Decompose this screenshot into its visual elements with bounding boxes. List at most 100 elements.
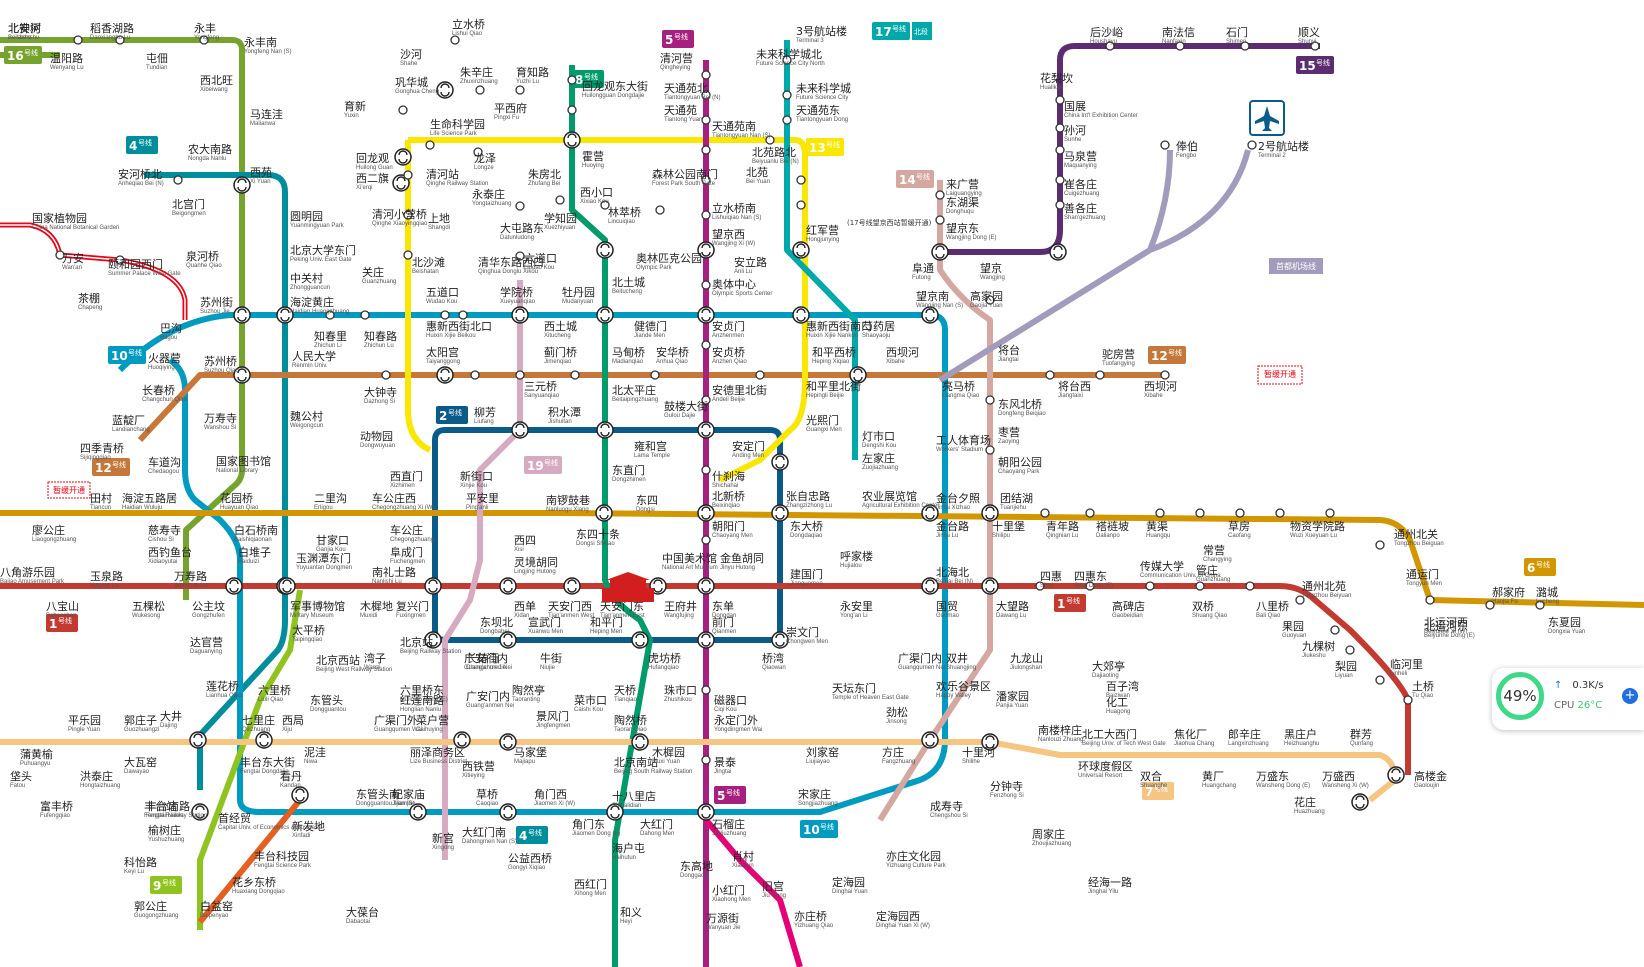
station-marker[interactable] bbox=[570, 370, 580, 380]
station-marker[interactable] bbox=[1375, 675, 1385, 685]
station-marker[interactable] bbox=[701, 145, 711, 155]
station-marker[interactable] bbox=[470, 370, 480, 380]
interchange-station-marker[interactable] bbox=[1387, 766, 1405, 784]
interchange-station-marker[interactable] bbox=[499, 631, 517, 649]
station-marker[interactable] bbox=[475, 85, 485, 95]
interchange-station-marker[interactable] bbox=[596, 421, 614, 439]
station-marker[interactable] bbox=[1330, 625, 1340, 635]
interchange-station-marker[interactable] bbox=[596, 306, 614, 324]
station-marker[interactable] bbox=[985, 445, 995, 455]
station-marker[interactable] bbox=[515, 251, 525, 261]
station-marker[interactable] bbox=[1325, 508, 1335, 518]
station-marker[interactable] bbox=[655, 205, 665, 215]
interchange-station-marker[interactable] bbox=[499, 733, 517, 751]
station-marker[interactable] bbox=[425, 140, 435, 150]
station-marker[interactable] bbox=[985, 395, 995, 405]
station-marker[interactable] bbox=[515, 370, 525, 380]
station-marker[interactable] bbox=[1275, 508, 1285, 518]
station-marker[interactable] bbox=[1485, 600, 1495, 610]
interchange-station-marker[interactable] bbox=[921, 504, 939, 522]
station-marker[interactable] bbox=[515, 201, 525, 211]
station-marker[interactable] bbox=[199, 35, 209, 45]
interchange-station-marker[interactable] bbox=[697, 241, 715, 259]
station-marker[interactable] bbox=[515, 85, 525, 95]
station-marker[interactable] bbox=[701, 280, 711, 290]
interchange-station-marker[interactable] bbox=[792, 306, 810, 324]
station-marker[interactable] bbox=[935, 190, 945, 200]
station-marker[interactable] bbox=[73, 35, 83, 45]
station-marker[interactable] bbox=[1145, 581, 1155, 591]
station-marker[interactable] bbox=[473, 147, 483, 157]
interchange-station-marker[interactable] bbox=[697, 577, 715, 595]
interchange-station-marker[interactable] bbox=[1049, 243, 1067, 261]
station-marker[interactable] bbox=[1105, 41, 1115, 51]
station-marker[interactable] bbox=[1235, 508, 1245, 518]
